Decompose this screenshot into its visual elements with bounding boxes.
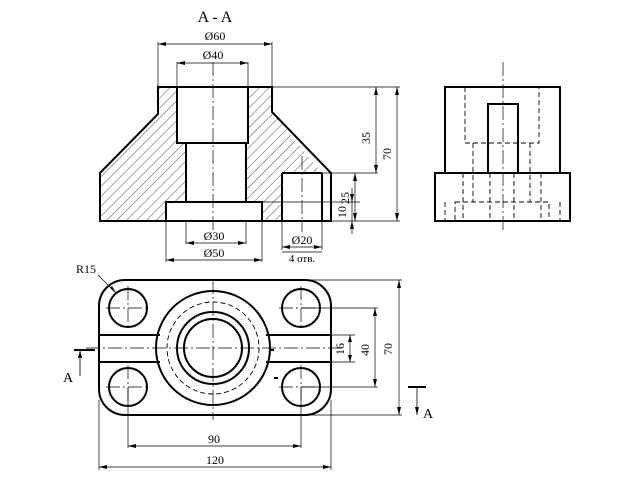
lower-counterbore bbox=[165, 201, 263, 222]
side-upper-body bbox=[444, 86, 561, 174]
dim-h35: 35 bbox=[359, 132, 373, 144]
dim-d60: Ø60 bbox=[205, 29, 226, 43]
front-section-view bbox=[99, 62, 332, 232]
dim-v40: 40 bbox=[358, 344, 372, 356]
middle-bore bbox=[185, 143, 247, 202]
dim-d30: Ø30 bbox=[204, 229, 225, 243]
top-view bbox=[86, 279, 345, 420]
section-mark-left: A bbox=[63, 371, 74, 386]
section-marker-left: A bbox=[63, 349, 95, 386]
dim-h70-front: 70 bbox=[380, 148, 394, 160]
dim-d40: Ø40 bbox=[203, 48, 224, 62]
holes-note: 4 отв. bbox=[289, 253, 316, 265]
dim-w120: 120 bbox=[206, 453, 224, 467]
front-dimensions: Ø60 Ø40 Ø30 Ø50 Ø20 4 отв. bbox=[157, 29, 400, 265]
dim-w90: 90 bbox=[208, 432, 220, 446]
top-base-outline bbox=[98, 279, 332, 416]
section-marker-right: A bbox=[408, 386, 434, 422]
top-boss-lines bbox=[99, 334, 331, 363]
dim-v16: 16 bbox=[333, 343, 347, 355]
dim-h10: 10 bbox=[335, 206, 349, 218]
side-view bbox=[434, 62, 571, 232]
side-base bbox=[434, 172, 571, 222]
section-mark-right: A bbox=[423, 407, 434, 422]
top-dimensions: R15 16 40 70 90 120 bbox=[76, 262, 402, 470]
dim-h25: 25 bbox=[338, 192, 352, 204]
dim-v70-top: 70 bbox=[381, 343, 395, 355]
section-title: A - A bbox=[198, 9, 233, 26]
dim-r15: R15 bbox=[76, 262, 96, 276]
dim-d50: Ø50 bbox=[204, 246, 225, 260]
dim-d20: Ø20 bbox=[292, 233, 313, 247]
side-hidden-bore bbox=[464, 87, 540, 144]
upper-bore bbox=[176, 87, 249, 144]
